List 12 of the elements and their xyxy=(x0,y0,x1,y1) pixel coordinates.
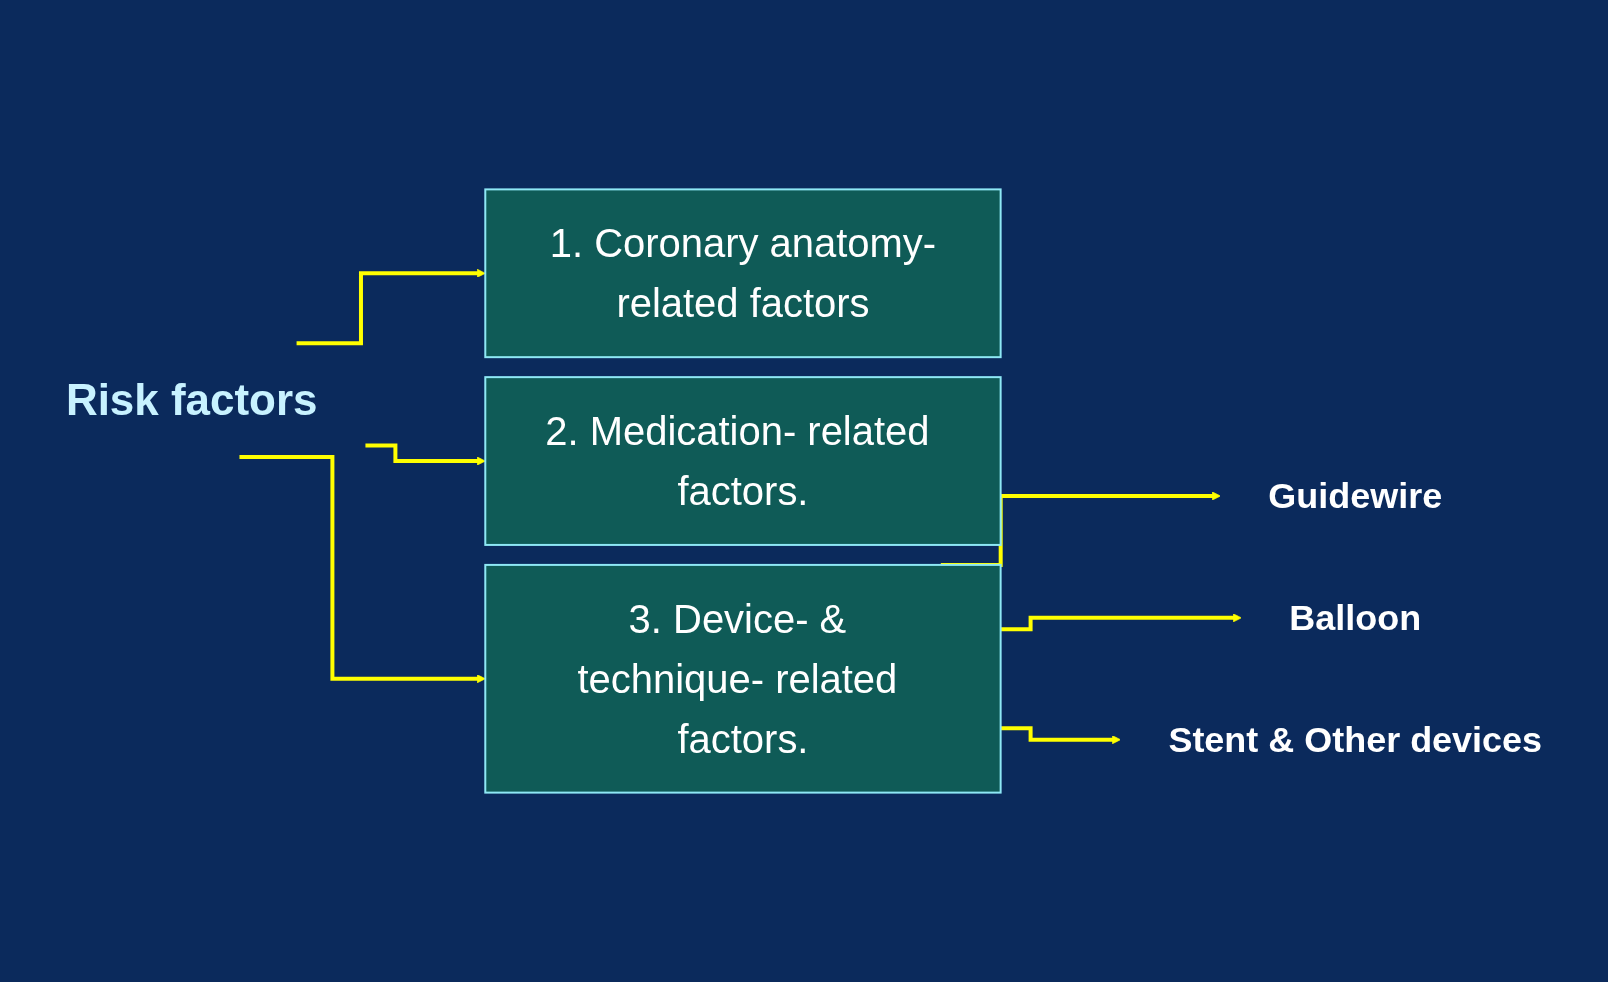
arrow xyxy=(1000,726,1121,745)
arrow xyxy=(1000,613,1242,632)
node-text: Risk factors xyxy=(65,375,318,425)
arrow xyxy=(365,443,486,466)
node-box: 3. Device- & technique- related factors. xyxy=(484,563,1002,794)
node-text: Stent & Other devices xyxy=(1168,718,1543,760)
node-text: Guidewire xyxy=(1268,475,1443,516)
arrow xyxy=(239,455,486,684)
node-text: Balloon xyxy=(1289,596,1422,638)
arrow xyxy=(296,268,486,346)
node-box: 1. Coronary anatomy-related factors xyxy=(484,188,1002,359)
node-box: 2. Medication- related factors. xyxy=(484,376,1002,546)
